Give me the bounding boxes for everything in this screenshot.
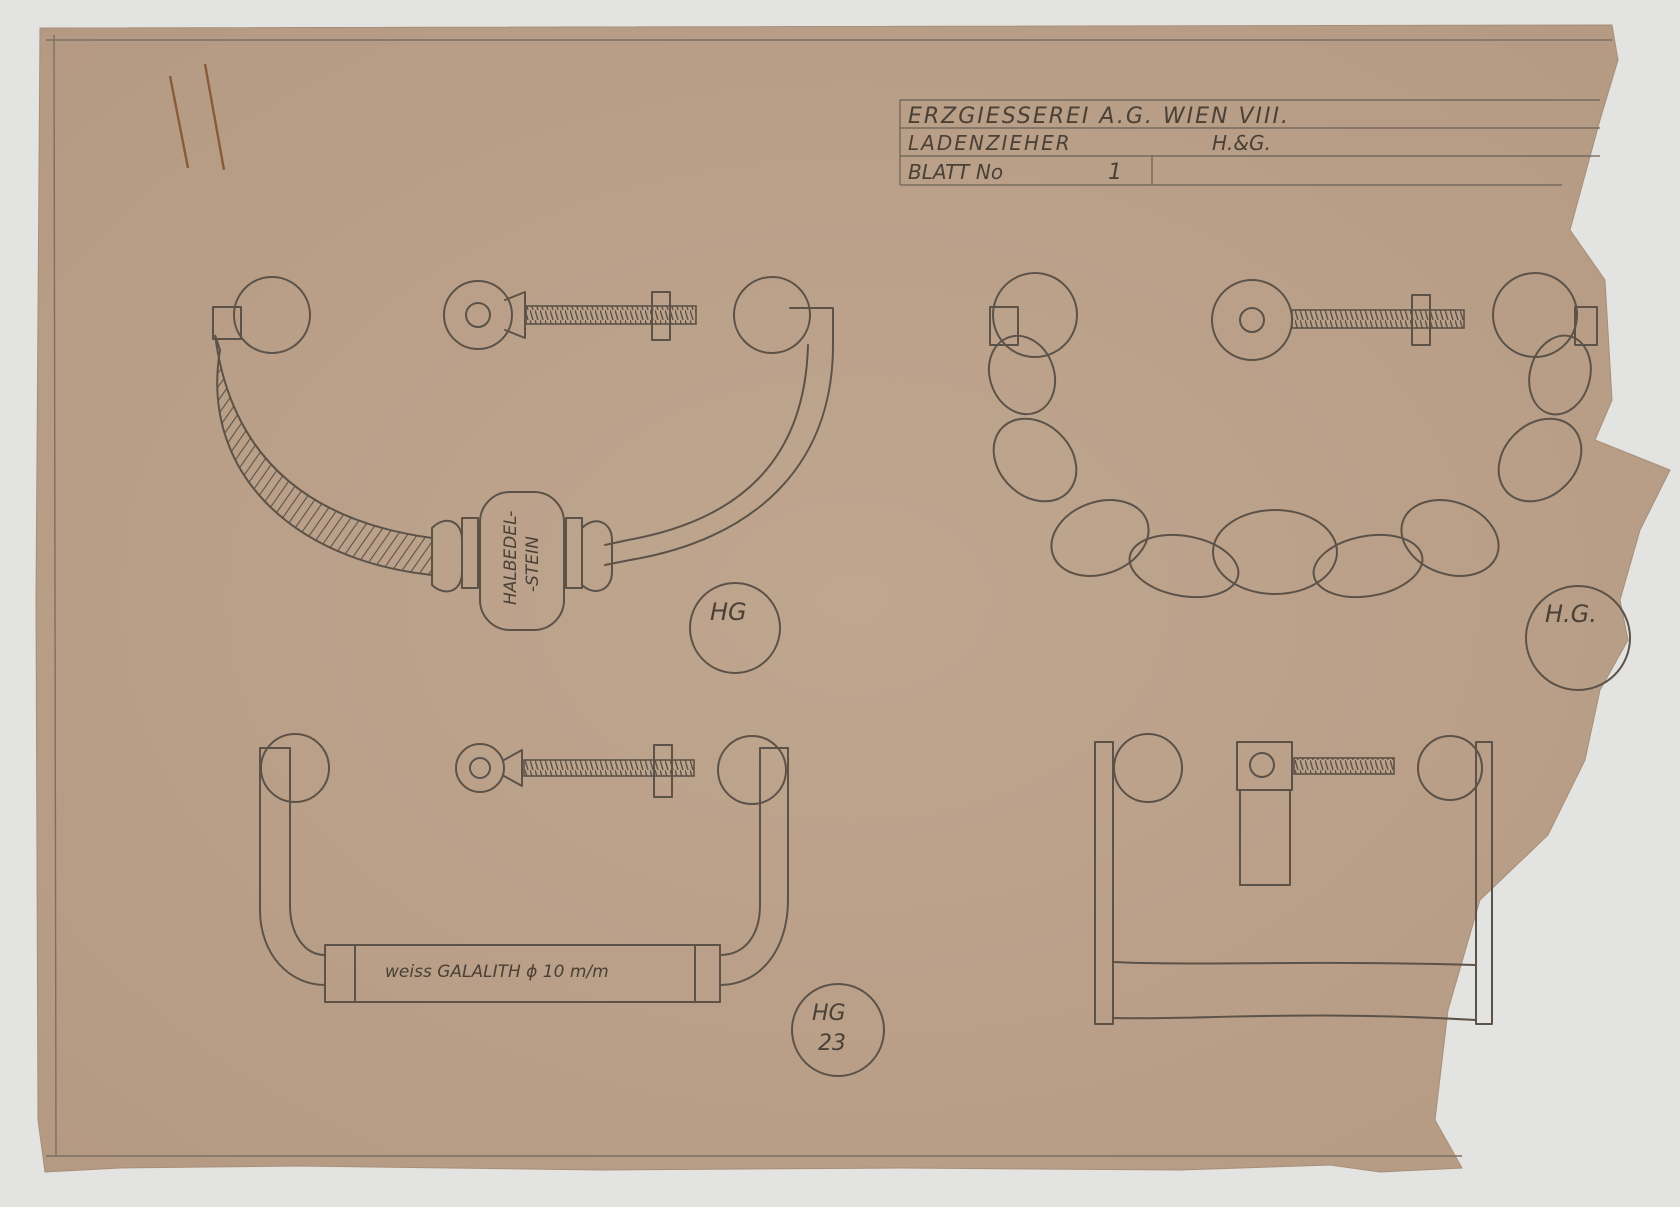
title-block: ERZGIESSEREI A.G. WIEN VIII. LADENZIEHER… <box>899 99 1600 186</box>
stamp-hg-2: H.G. <box>1545 600 1597 628</box>
pencil-marks <box>168 63 226 171</box>
handle-drawing-1: HALBEDEL- -STEIN HG <box>212 276 834 674</box>
bar-material-label: weiss GALALITH ϕ 10 m/m <box>385 962 609 982</box>
paper-sheet <box>35 24 1671 1173</box>
title-company: ERZGIESSEREI A.G. WIEN VIII. <box>908 104 1290 129</box>
title-object: LADENZIEHER <box>908 131 1072 155</box>
gem-label-1: HALBEDEL- <box>501 511 521 605</box>
stamp-hg-3-top: HG <box>812 1001 846 1026</box>
handle-drawing-4 <box>1094 733 1493 1025</box>
stamp-hg-3-bottom: 23 <box>818 1031 846 1056</box>
handle-drawing-2: H.G. <box>987 272 1631 691</box>
handle-drawing-3: weiss GALALITH ϕ 10 m/m HG 23 <box>259 733 885 1077</box>
frame-left <box>53 34 57 1157</box>
gem-label-2: -STEIN <box>523 536 543 592</box>
title-sheet-number: 1 <box>1108 160 1122 185</box>
title-maker: H.&G. <box>1212 131 1271 155</box>
title-sheet-label: BLATT No <box>908 160 1003 184</box>
stamp-hg-1: HG <box>710 598 747 626</box>
